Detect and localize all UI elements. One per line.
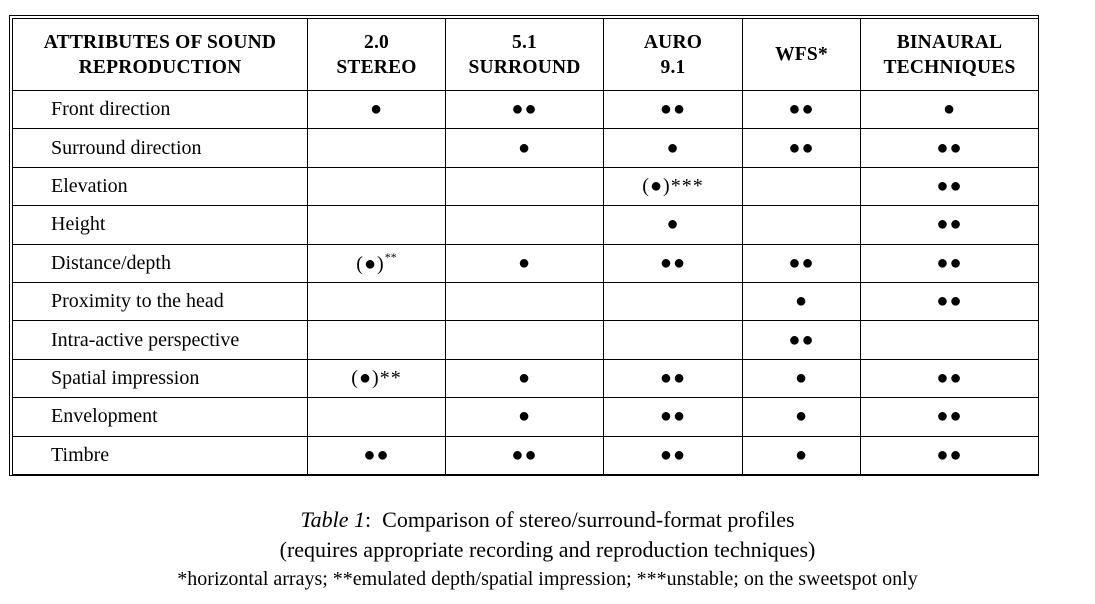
table-row: Envelopment ● ●● ● ●● xyxy=(12,397,1039,437)
wfs-cell xyxy=(742,166,861,207)
attribute-cell: Elevation xyxy=(12,166,308,207)
attribute-cell: Distance/depth xyxy=(12,243,308,283)
stereo-cell: (●)** xyxy=(307,358,446,399)
auro-cell: ●● xyxy=(603,89,743,130)
binaural-cell xyxy=(860,320,1039,360)
binaural-cell: ●● xyxy=(860,397,1039,437)
stereo-cell xyxy=(307,397,446,437)
wfs-cell: ● xyxy=(742,358,861,399)
stereo-cell xyxy=(307,166,446,207)
auro-cell: ●● xyxy=(603,435,743,475)
auro-cell: ● xyxy=(603,128,743,168)
wfs-cell: ●● xyxy=(742,89,861,130)
surround-cell: ● xyxy=(445,243,604,283)
surround-cell: ● xyxy=(445,358,604,399)
stereo-cell xyxy=(307,281,446,322)
wfs-cell: ● xyxy=(742,435,861,475)
caption-title-line: Table 1: Comparison of stereo/surround-f… xyxy=(0,505,1095,535)
surround-cell: ●● xyxy=(445,435,604,475)
auro-cell xyxy=(603,320,743,360)
surround-cell: ●● xyxy=(445,89,604,130)
auro-cell xyxy=(603,281,743,322)
caption-title: Comparison of stereo/surround-format pro… xyxy=(382,507,795,532)
wfs-cell: ● xyxy=(742,281,861,322)
auro-cell: ●● xyxy=(603,358,743,399)
stereo-cell xyxy=(307,128,446,168)
binaural-cell: ●● xyxy=(860,166,1039,207)
wfs-cell: ● xyxy=(742,397,861,437)
table-row: Spatial impression (●)** ● ●● ● ●● xyxy=(12,358,1039,399)
stereo-cell: ● xyxy=(307,89,446,130)
attribute-cell: Envelopment xyxy=(12,397,308,437)
auro-cell: ● xyxy=(603,205,743,245)
attribute-cell: Timbre xyxy=(12,435,308,475)
binaural-cell: ●● xyxy=(860,435,1039,475)
stereo-cell xyxy=(307,205,446,245)
caption-footnote: *horizontal arrays; **emulated depth/spa… xyxy=(177,568,918,590)
wfs-cell xyxy=(742,205,861,245)
table-caption: Table 1: Comparison of stereo/surround-f… xyxy=(0,505,1095,593)
caption-separator: : xyxy=(365,507,383,532)
surround-cell: ● xyxy=(445,397,604,437)
table-row: Elevation (●)*** ●● xyxy=(12,166,1039,207)
stereo-cell xyxy=(307,320,446,360)
attribute-cell: Front direction xyxy=(12,89,308,130)
attribute-cell: Surround direction xyxy=(12,128,308,168)
surround-cell xyxy=(445,281,604,322)
surround-cell xyxy=(445,320,604,360)
auro-cell: ●● xyxy=(603,397,743,437)
attribute-cell: Intra-active perspective xyxy=(12,320,308,360)
wfs-cell: ●● xyxy=(742,320,861,360)
binaural-cell: ●● xyxy=(860,358,1039,399)
table-row: Proximity to the head ● ●● xyxy=(12,281,1039,322)
binaural-cell: ● xyxy=(860,89,1039,130)
surround-cell: ● xyxy=(445,128,604,168)
table-row: Front direction ● ●● ●● ●● ● xyxy=(12,89,1039,130)
table-row: Distance/depth (●)** ● ●● ●● ●● xyxy=(12,243,1039,283)
attribute-cell: Spatial impression xyxy=(12,358,308,399)
binaural-cell: ●● xyxy=(860,281,1039,322)
wfs-cell: ●● xyxy=(742,243,861,283)
caption-subtitle: (requires appropriate recording and repr… xyxy=(279,537,816,562)
table-row: Height ● ●● xyxy=(12,205,1039,245)
surround-cell xyxy=(445,166,604,207)
attribute-cell: Height xyxy=(12,205,308,245)
binaural-cell: ●● xyxy=(860,205,1039,245)
table-row: Intra-active perspective ●● xyxy=(12,320,1039,360)
attribute-cell: Proximity to the head xyxy=(12,281,308,322)
auro-cell: (●)*** xyxy=(603,166,743,207)
binaural-cell: ●● xyxy=(860,243,1039,283)
stereo-cell: (●)** xyxy=(307,243,446,283)
wfs-cell: ●● xyxy=(742,128,861,168)
header-wfs: WFS* xyxy=(742,18,861,91)
table-row: Surround direction ● ● ●● ●● xyxy=(12,128,1039,168)
stereo-cell: ●● xyxy=(307,435,446,475)
caption-label: Table 1 xyxy=(300,507,366,532)
binaural-cell: ●● xyxy=(860,128,1039,168)
auro-cell: ●● xyxy=(603,243,743,283)
table-row: Timbre ●● ●● ●● ● ●● xyxy=(12,435,1039,475)
footnote-marker: ** xyxy=(384,250,397,265)
surround-cell xyxy=(445,205,604,245)
stereo-mark: (●) xyxy=(356,253,385,276)
